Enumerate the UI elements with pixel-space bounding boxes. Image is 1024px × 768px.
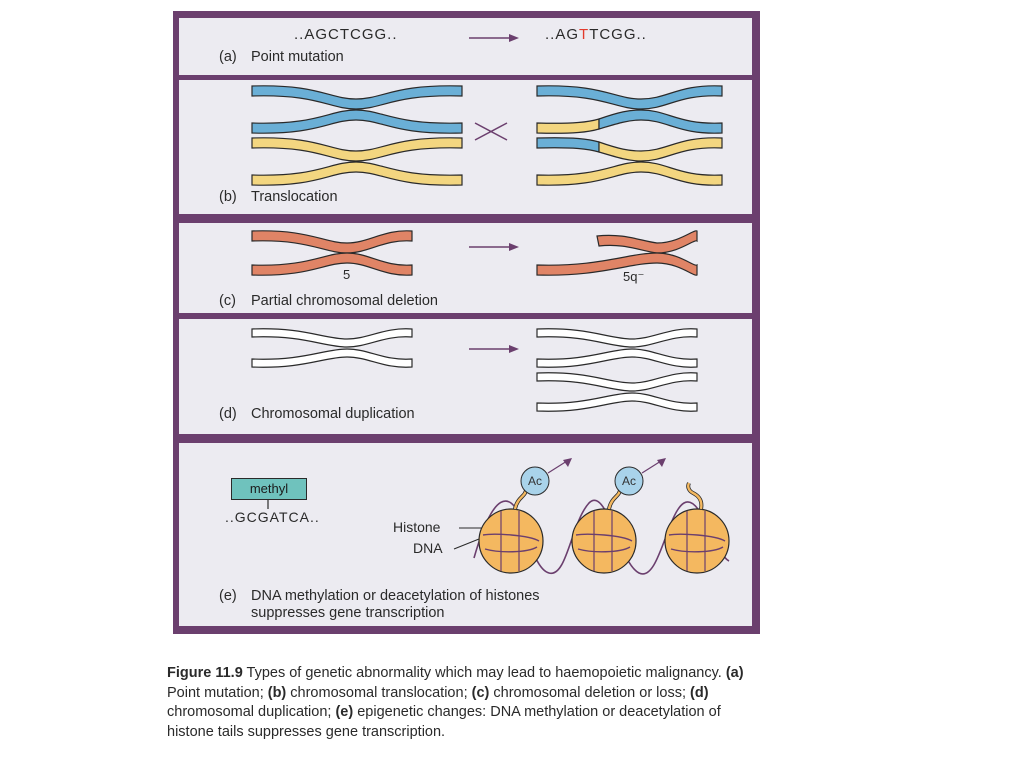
panel-duplication: (d) Chromosomal duplication: [179, 319, 752, 434]
dna-label: DNA: [413, 540, 443, 556]
sequence-mutated: ..AGTTCGG..: [545, 26, 647, 43]
methyl-tag: methyl: [231, 478, 307, 500]
panel-e-title-line2: suppresses gene transcription: [251, 605, 445, 621]
deleted-chromosome: [536, 252, 698, 276]
panel-point-mutation: ..AGCTCGG.. ..AGTTCGG.. (a) Point mutati…: [179, 18, 752, 75]
blue-chromosome: [536, 85, 723, 110]
red-chromosome: [251, 252, 413, 276]
acetyl-group: [614, 466, 644, 496]
mutated-base: T: [579, 26, 590, 43]
panel-e-title-line1: DNA methylation or deacetylation of hist…: [251, 588, 540, 604]
panel-partial-deletion: 5 5q⁻ (c) Partial chromosomal deletion: [179, 223, 752, 313]
histone-core: [664, 508, 730, 574]
white-chromosome: [251, 348, 413, 368]
duplicated-chromosome: [536, 392, 698, 412]
acetyl-group: [520, 466, 550, 496]
derivative-chromosome: [536, 137, 600, 153]
chromosome-5-label: 5: [343, 267, 351, 282]
yellow-chromosome: [251, 137, 463, 162]
acetyl-label: Ac: [528, 474, 542, 488]
panel-b-letter: (b): [219, 189, 237, 205]
duplicated-chromosome: [536, 348, 698, 368]
methylated-sequence: ..GCGATCA..: [225, 509, 320, 525]
duplicated-chromosome: [536, 372, 698, 392]
histone-core: [571, 508, 637, 574]
red-chromosome: [251, 230, 413, 254]
panel-d-letter: (d): [219, 406, 237, 422]
figure-caption: Figure 11.9 Types of genetic abnormality…: [167, 665, 744, 740]
panel-a-letter: (a): [219, 49, 237, 65]
blue-chromosome: [251, 85, 463, 110]
point-mutation-arrow: [469, 34, 519, 42]
blue-chromosome: [251, 109, 463, 134]
histone-core: [478, 508, 544, 574]
sequence-original: ..AGCTCGG..: [294, 26, 398, 43]
panel-b-title: Translocation: [251, 189, 338, 205]
release-arrow: [547, 460, 568, 474]
yellow-chromosome: [536, 161, 723, 186]
release-arrow: [641, 460, 662, 474]
panel-d-title: Chromosomal duplication: [251, 406, 415, 422]
panel-c-title: Partial chromosomal deletion: [251, 293, 438, 309]
figure-frame: ..AGCTCGG.. ..AGTTCGG.. (a) Point mutati…: [173, 11, 760, 634]
histone-label: Histone: [393, 519, 441, 535]
duplicated-chromosome: [536, 328, 698, 348]
dna-pointer: [453, 538, 480, 550]
panel-epigenetic: methyl: [179, 443, 752, 626]
derivative-chromosome: [536, 118, 600, 134]
chromosome-5q-minus-label: 5q⁻: [623, 269, 645, 284]
panel-translocation: (b) Translocation: [179, 80, 752, 214]
figure-number: Figure 11.9: [167, 665, 243, 681]
panel-a-title: Point mutation: [251, 49, 344, 65]
dna-strand: [473, 499, 730, 575]
deleted-chromosome: [596, 230, 698, 254]
panel-e-letter: (e): [219, 588, 237, 604]
acetyl-label: Ac: [622, 474, 636, 488]
white-chromosome: [251, 328, 413, 348]
panel-c-letter: (c): [219, 293, 236, 309]
yellow-chromosome: [251, 161, 463, 186]
